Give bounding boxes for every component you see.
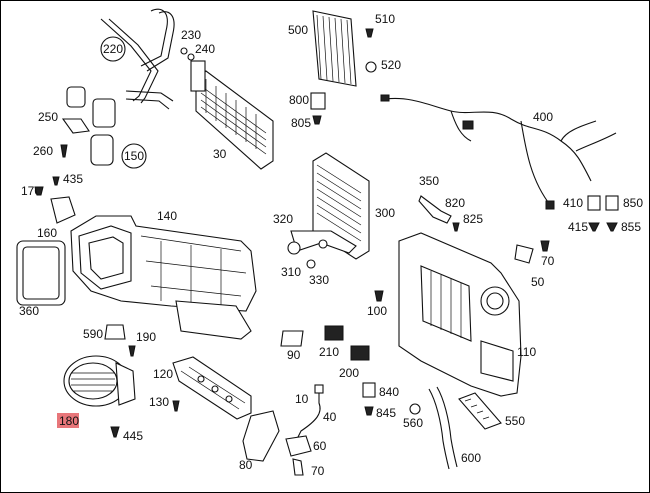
label-40: 40 [323, 410, 337, 424]
label-415: 415 [568, 220, 588, 234]
label-70a: 70 [541, 254, 555, 268]
label-550: 550 [505, 414, 525, 428]
label-500: 500 [288, 23, 308, 37]
label-250: 250 [38, 110, 58, 124]
label-10: 10 [295, 392, 309, 406]
label-435: 435 [63, 172, 83, 186]
seal-set [61, 86, 116, 166]
label-180: 180 [59, 414, 79, 428]
gasket-frame [16, 240, 66, 306]
label-220: 220 [103, 42, 123, 56]
hvac-housing-right [398, 232, 522, 397]
label-30: 30 [213, 147, 227, 161]
duct-strip-550 [458, 392, 502, 430]
heater-core [190, 60, 274, 170]
label-510: 510 [375, 12, 395, 26]
label-600: 600 [461, 451, 481, 465]
label-840: 840 [379, 385, 399, 399]
label-70b: 70 [311, 464, 325, 478]
label-300: 300 [375, 206, 395, 220]
flap-link [418, 195, 452, 224]
callout-circle-150 [121, 143, 147, 169]
label-400: 400 [533, 110, 553, 124]
label-120: 120 [153, 367, 173, 381]
label-410: 410 [563, 196, 583, 210]
resistor-200 [350, 345, 370, 361]
drain-hose-600 [428, 388, 450, 470]
label-190: 190 [136, 330, 156, 344]
label-825: 825 [463, 212, 483, 226]
label-560: 560 [403, 416, 423, 430]
label-240: 240 [195, 42, 215, 56]
blower-housing-left [70, 215, 257, 340]
label-200: 200 [339, 366, 359, 380]
label-210: 210 [319, 345, 339, 359]
highlight-180 [57, 413, 79, 428]
label-330: 330 [309, 273, 329, 287]
label-850: 850 [623, 196, 643, 210]
blower-motor [63, 355, 136, 407]
label-350: 350 [419, 174, 439, 188]
bracket-80 [242, 410, 280, 462]
label-130: 130 [149, 395, 169, 409]
label-820: 820 [445, 196, 465, 210]
label-360: 360 [19, 304, 39, 318]
heater-hose-assembly [100, 8, 175, 110]
control-module [172, 356, 252, 420]
label-160: 160 [37, 226, 57, 240]
label-310: 310 [281, 265, 301, 279]
label-805: 805 [291, 116, 311, 130]
cable-40 [295, 391, 321, 442]
label-320: 320 [273, 212, 293, 226]
label-230: 230 [181, 28, 201, 42]
callout-circle-220 [100, 36, 126, 62]
label-50: 50 [531, 275, 545, 289]
label-150: 150 [124, 149, 144, 163]
label-520: 520 [381, 58, 401, 72]
resistor-210 [324, 325, 344, 341]
label-590: 590 [83, 327, 103, 341]
label-845: 845 [376, 406, 396, 420]
label-140: 140 [157, 209, 177, 223]
clip-90 [280, 330, 304, 347]
label-60: 60 [313, 439, 327, 453]
label-80: 80 [239, 458, 253, 472]
label-445: 445 [123, 429, 143, 443]
label-110: 110 [517, 345, 536, 359]
label-800: 800 [289, 93, 309, 107]
label-90: 90 [287, 348, 301, 362]
label-260: 260 [33, 144, 53, 158]
wiring-harness [380, 94, 617, 210]
evaporator [310, 10, 357, 110]
label-855: 855 [621, 220, 641, 234]
label-100: 100 [367, 304, 387, 318]
